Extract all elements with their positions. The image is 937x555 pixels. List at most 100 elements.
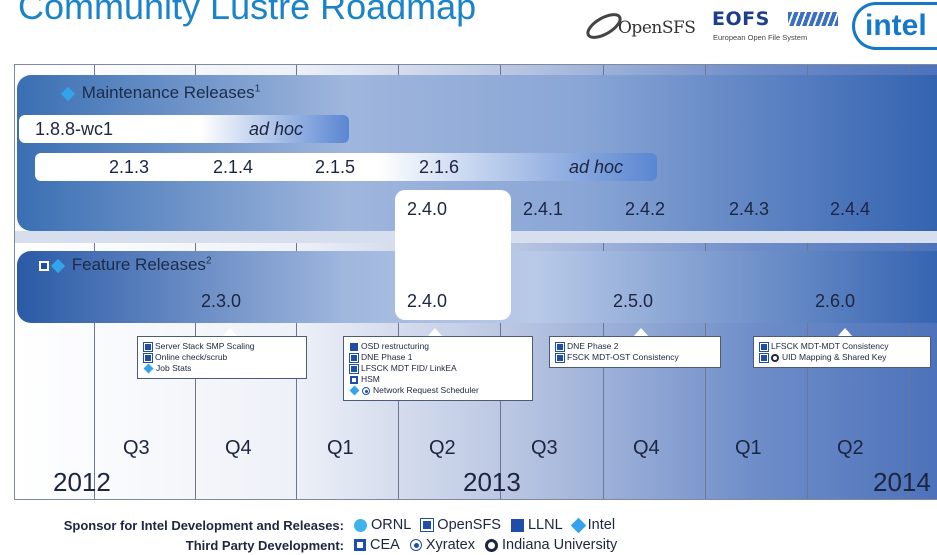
ornl-circle-icon — [354, 518, 367, 532]
callout-text: UID Mapping & Shared Key — [782, 352, 887, 362]
legend-item: CEA — [354, 537, 400, 553]
intel-logo-text: intel — [865, 9, 927, 42]
indiana-ring-icon — [485, 538, 498, 552]
callout-item: Server Stack SMP Scaling — [143, 341, 300, 352]
release-bar-1-8 — [19, 115, 349, 143]
callout-text: Network Request Scheduler — [373, 385, 479, 395]
callout-2-3-0: Server Stack SMP Scaling Online check/sc… — [137, 336, 307, 379]
opensfs-square-icon — [420, 518, 435, 532]
maintenance-footnote: 1 — [254, 83, 261, 95]
callout-item: UID Mapping & Shared Key — [759, 352, 924, 363]
quarter-label: Q3 — [531, 437, 558, 459]
callout-item: LFSCK MDT-MDT Consistency — [759, 341, 924, 352]
release-2-1-4: 2.1.4 — [213, 157, 254, 177]
callout-item: OSD restructuring — [350, 341, 526, 352]
legend-text: LLNL — [527, 517, 563, 533]
legend-sponsor-label: Sponsor for Intel Development and Releas… — [63, 517, 344, 533]
callout-text: FSCK MDT-OST Consistency — [567, 352, 679, 362]
eofs-bars-icon — [788, 12, 838, 26]
opensfs-square-icon — [143, 352, 153, 363]
callout-text: DNE Phase 2 — [567, 341, 619, 351]
legend-sponsor-row: Sponsor for Intel Development and Releas… — [0, 517, 615, 533]
eofs-logo-subtitle: European Open File System — [713, 33, 808, 42]
opensfs-square-icon — [555, 341, 565, 352]
roadmap-timeline: Maintenance Releases1 1.8.8-wc1 ad hoc 2… — [14, 64, 937, 500]
opensfs-square-icon — [759, 352, 769, 363]
callout-item: HSM — [350, 374, 526, 385]
quarter-label: Q2 — [837, 437, 864, 459]
llnl-square-icon — [350, 342, 358, 351]
callout-item: Job Stats — [143, 363, 300, 374]
cea-square-icon — [350, 375, 358, 384]
callout-text: Server Stack SMP Scaling — [155, 341, 255, 351]
adhoc-label: ad hoc — [569, 157, 624, 177]
legend-item: Indiana University — [485, 537, 617, 553]
xyratex-dot-icon — [362, 386, 370, 395]
legend-text: CEA — [370, 537, 400, 553]
callout-2-5-0: DNE Phase 2 FSCK MDT-OST Consistency — [549, 336, 721, 368]
opensfs-square-icon — [759, 341, 769, 352]
callout-text: Job Stats — [156, 363, 192, 373]
callout-item: Network Request Scheduler — [349, 385, 526, 396]
intel-diamond-icon — [349, 385, 360, 396]
cea-square-icon — [354, 539, 366, 551]
opensfs-square-icon — [349, 352, 359, 363]
legend-text: Xyratex — [425, 537, 475, 553]
legend-item: OpenSFS — [420, 517, 501, 533]
opensfs-square-icon — [143, 341, 153, 352]
maintenance-label-text: Maintenance Releases — [81, 83, 255, 102]
page-title: Community Lustre Roadmap — [18, 0, 477, 27]
legend-text: ORNL — [371, 517, 412, 533]
indiana-ring-icon — [771, 353, 779, 362]
callout-text: HSM — [361, 374, 380, 384]
legend-third-label: Third Party Development: — [185, 537, 344, 553]
intel-diamond-icon — [143, 363, 154, 374]
opensfs-square-icon — [555, 352, 565, 363]
release-2-4-0-maint: 2.4.0 — [407, 199, 448, 219]
release-2-4-2: 2.4.2 — [625, 199, 666, 219]
callout-text: OSD restructuring — [361, 341, 430, 351]
legend-text: OpenSFS — [437, 517, 501, 533]
legend-text: Intel — [587, 517, 616, 533]
callout-text: LFSCK MDT FID/ LinkEA — [361, 363, 457, 373]
callout-text: DNE Phase 1 — [361, 352, 413, 362]
callout-item: DNE Phase 2 — [555, 341, 714, 352]
quarter-label: Q2 — [429, 437, 456, 459]
adhoc-label: ad hoc — [249, 119, 304, 139]
legend-item: Xyratex — [409, 537, 475, 553]
opensfs-logo-text: OpenSFS — [618, 18, 696, 38]
callout-pointer — [222, 328, 238, 337]
callout-item: FSCK MDT-OST Consistency — [555, 352, 714, 363]
eofs-logo-text: EOFS — [712, 8, 770, 30]
release-bar-2-1 — [35, 153, 657, 181]
release-2-4-4: 2.4.4 — [830, 199, 871, 219]
legend-text: Indiana University — [502, 537, 618, 553]
legend-item: Intel — [570, 517, 616, 533]
release-2-6-0: 2.6.0 — [815, 291, 856, 311]
release-2-4-0-feature: 2.4.0 — [407, 291, 448, 311]
callout-item: LFSCK MDT FID/ LinkEA — [349, 363, 526, 374]
year-label: 2012 — [53, 467, 111, 497]
release-2-4-1: 2.4.1 — [523, 199, 564, 219]
quarter-label: Q3 — [123, 437, 150, 459]
year-label: 2014 — [873, 467, 931, 497]
callout-text: LFSCK MDT-MDT Consistency — [771, 341, 889, 351]
callout-text: Online check/scrub — [155, 352, 228, 362]
legend-item: ORNL — [354, 517, 411, 533]
quarter-label: Q4 — [225, 437, 252, 459]
callout-pointer — [837, 328, 853, 337]
quarter-label: Q1 — [327, 437, 354, 459]
xyratex-dot-icon — [409, 539, 422, 551]
release-2-4-column — [395, 190, 511, 320]
quarter-label: Q4 — [633, 437, 660, 459]
maintenance-label: Maintenance Releases1 — [59, 83, 260, 103]
release-2-5-0: 2.5.0 — [613, 291, 654, 311]
callout-pointer — [427, 328, 443, 337]
callout-item: DNE Phase 1 — [349, 352, 526, 363]
release-1-8-8-wc1: 1.8.8-wc1 — [35, 119, 114, 139]
feature-footnote: 2 — [205, 255, 212, 267]
intel-diamond-icon — [570, 517, 586, 533]
opensfs-square-icon — [39, 260, 49, 271]
release-2-1-3: 2.1.3 — [109, 157, 150, 177]
llnl-square-icon — [510, 518, 524, 532]
